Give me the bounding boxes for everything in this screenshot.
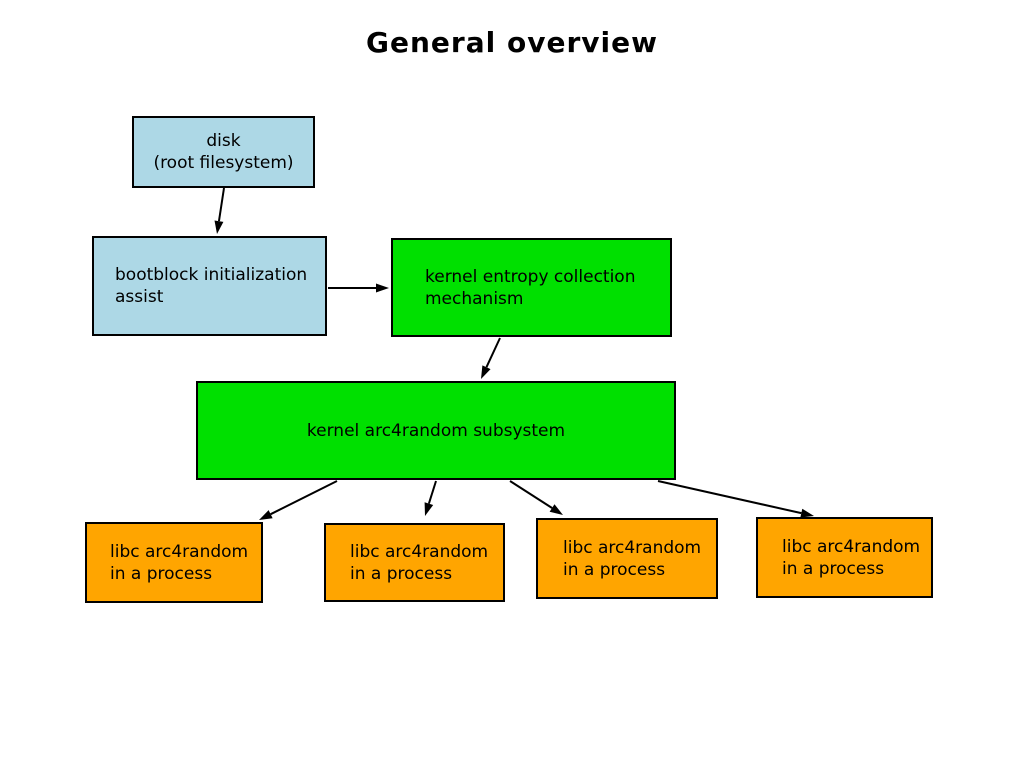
node-disk: disk (root filesystem) <box>132 116 315 188</box>
node-entropy-line2: mechanism <box>425 288 524 309</box>
node-libc4-line2: in a process <box>782 558 885 579</box>
node-disk-line2: (root filesystem) <box>153 153 294 173</box>
node-disk-line1: disk <box>206 131 241 151</box>
node-libc-arc4random-3: libc arc4random in a process <box>536 518 718 599</box>
node-libc3-line1: libc arc4random <box>563 537 702 558</box>
node-libc3-line2: in a process <box>563 559 666 580</box>
node-libc-arc4random-2: libc arc4random in a process <box>324 523 505 602</box>
node-libc2-line1: libc arc4random <box>350 541 489 562</box>
node-libc-arc4random-1: libc arc4random in a process <box>85 522 263 603</box>
node-libc4-line1: libc arc4random <box>782 536 921 557</box>
node-libc-arc4random-4: libc arc4random in a process <box>756 517 933 598</box>
arrow-arc4random-to-libc2 <box>424 480 437 516</box>
slide-title: General overview <box>366 26 658 59</box>
arrow-arc4random-to-libc3 <box>509 480 563 515</box>
node-kernel-arc4random-subsystem: kernel arc4random subsystem <box>196 381 676 480</box>
node-kernel-entropy-collection: kernel entropy collection mechanism <box>391 238 672 337</box>
arrow-disk-to-bootblock <box>214 187 225 234</box>
node-bootblock-line1: bootblock initialization <box>115 265 308 285</box>
arrow-arc4random-to-libc4 <box>657 480 814 518</box>
arrow-bootblock-to-entropy <box>328 283 389 293</box>
arrow-entropy-to-arc4random <box>481 337 501 379</box>
node-libc1-line1: libc arc4random <box>110 541 249 562</box>
node-libc2-line2: in a process <box>350 563 453 584</box>
node-bootblock-initialization-assist: bootblock initialization assist <box>92 236 327 336</box>
node-libc1-line2: in a process <box>110 563 213 584</box>
arrow-arc4random-to-libc1 <box>259 480 338 520</box>
node-bootblock-line2: assist <box>115 287 164 307</box>
node-entropy-line1: kernel entropy collection <box>425 266 636 287</box>
node-arc4random-line1: kernel arc4random subsystem <box>306 420 566 441</box>
